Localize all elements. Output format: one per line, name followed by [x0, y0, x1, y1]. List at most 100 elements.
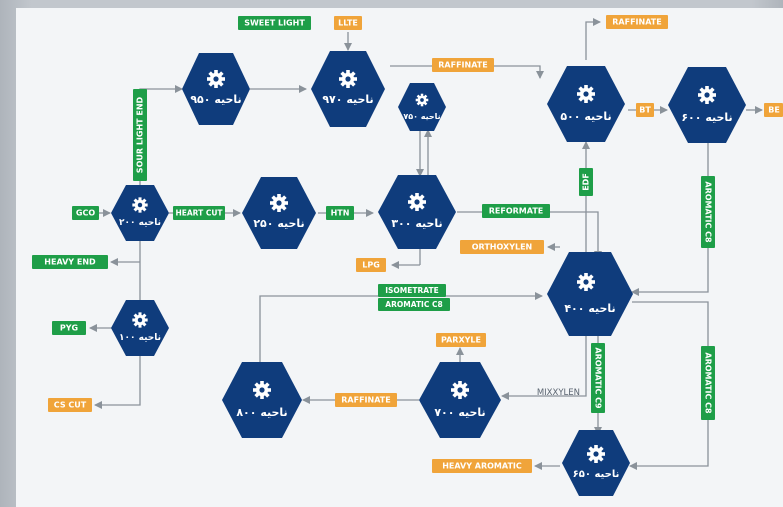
svg-text:RAFFINATE: RAFFINATE [612, 18, 661, 27]
svg-text:AROMATIC C8: AROMATIC C8 [385, 300, 442, 309]
unit-label: ناحیه ۶۰۰ [681, 111, 732, 124]
svg-text:CS CUT: CS CUT [54, 401, 87, 410]
tag-orthoxylen: ORTHOXYLEN [460, 240, 544, 254]
svg-text:GCO: GCO [76, 209, 95, 218]
unit-label: ناحیه ۳۰۰ [391, 217, 442, 230]
svg-text:HEART CUT: HEART CUT [175, 209, 223, 218]
unit-label: ناحیه ۸۰۰ [236, 406, 287, 419]
flow-400-mixxylen-to-700 [501, 330, 587, 400]
svg-text:RAFFINATE: RAFFINATE [341, 396, 390, 405]
svg-text:AROMATIC C8: AROMATIC C8 [704, 352, 713, 414]
hexagon-shape [419, 362, 501, 438]
gear-icon [270, 194, 288, 212]
svg-text:ORTHOXYLEN: ORTHOXYLEN [472, 243, 533, 252]
unit-label: ناحیه ۵۰۰ [560, 110, 611, 123]
flow-800-to-400 [259, 292, 543, 364]
gear-icon [577, 273, 595, 291]
tag-pyg: PYG [52, 321, 86, 335]
flow-100-cs-cut [94, 350, 141, 409]
unit-label: ناحیه ۴۰۰ [564, 302, 615, 315]
tag-bt: BT [636, 103, 654, 117]
gear-icon [339, 70, 357, 88]
tag-llte: LLTE [334, 16, 362, 30]
svg-text:ISOMETRATE: ISOMETRATE [385, 286, 439, 295]
unit-800: ناحیه ۸۰۰ [222, 362, 302, 438]
tag-parxyle: PARXYLE [436, 333, 486, 347]
unit-300: ناحیه ۳۰۰ [378, 175, 456, 249]
tag-heart-cut: HEART CUT [173, 206, 225, 220]
unit-label: ناحیه ۷۰۰ [434, 406, 485, 419]
svg-text:HTN: HTN [331, 209, 350, 218]
tag-heavy-end: HEAVY END [32, 255, 108, 269]
label-mixxylen: MIXXYLEN [537, 388, 580, 398]
gear-icon [408, 193, 426, 211]
unit-label: ناحیه ۱۰۰ [119, 333, 161, 343]
tag-edf: EDF [579, 168, 593, 196]
unit-label: ناحیه ۲۰۰ [119, 218, 161, 228]
tag-heavy-aromatic: HEAVY AROMATIC [432, 459, 532, 473]
hexagon-shape [562, 430, 630, 496]
tag-reformate: REFORMATE [482, 204, 550, 218]
hexagon-shape [182, 53, 250, 125]
unit-label: ناحیه ۶۵۰ [573, 469, 620, 480]
hexagon-shape [242, 177, 316, 249]
svg-text:REFORMATE: REFORMATE [489, 207, 544, 216]
unit-250: ناحیه ۲۵۰ [242, 177, 316, 249]
hexagon-shape [222, 362, 302, 438]
gear-icon [587, 445, 605, 463]
tag-aromatic-c8-mid: AROMATIC C8 [378, 298, 450, 311]
tag-gco: GCO [72, 206, 99, 220]
gear-icon [132, 312, 148, 328]
hexagon-shape [398, 83, 446, 131]
hexagon-shape [311, 51, 385, 127]
unit-650: ناحیه ۶۵۰ [562, 430, 630, 496]
tag-aromatic-c8-right: AROMATIC C8 [701, 176, 715, 248]
gear-icon [253, 381, 271, 399]
tag-raffinate-bottom: RAFFINATE [335, 393, 397, 407]
hexagon-shape [668, 67, 746, 143]
svg-text:HEAVY AROMATIC: HEAVY AROMATIC [442, 462, 522, 471]
tag-raffinate-top: RAFFINATE [606, 15, 668, 29]
flow-600-c8-to-400 [631, 142, 709, 296]
tag-aromatic-c9: AROMATIC C9 [591, 343, 605, 413]
svg-text:LLTE: LLTE [338, 19, 358, 28]
hexagon-shape [111, 300, 169, 356]
svg-text:AROMATIC C9: AROMATIC C9 [594, 347, 603, 409]
tag-lpg: LPG [356, 258, 386, 272]
flow-500-raffinate-top [585, 18, 601, 60]
unit-label: ناحیه ۹۷۰ [322, 93, 373, 106]
tag-isometrate: ISOMETRATE [378, 284, 446, 297]
tag-sour-light-end: SOUR LIGHT END [133, 89, 147, 181]
tag-sweet-light: SWEET LIGHT [238, 16, 311, 30]
unit-750: ناحیه ۷۵۰ [398, 83, 446, 131]
svg-text:RAFFINATE: RAFFINATE [438, 61, 487, 70]
svg-text:PARXYLE: PARXYLE [441, 336, 481, 345]
unit-600: ناحیه ۶۰۰ [668, 67, 746, 143]
unit-700: ناحیه ۷۰۰ [419, 362, 501, 438]
svg-text:SWEET LIGHT: SWEET LIGHT [244, 19, 305, 28]
gear-icon [207, 70, 225, 88]
svg-text:AROMATIC C8: AROMATIC C8 [704, 181, 713, 243]
unit-500: ناحیه ۵۰۰ [547, 66, 625, 142]
gear-icon [451, 381, 469, 399]
unit-100: ناحیه ۱۰۰ [111, 300, 169, 356]
flow-400-c8-to-650 [629, 301, 709, 470]
gear-icon [415, 93, 429, 107]
unit-200: ناحیه ۲۰۰ [111, 185, 169, 241]
hexagon-shape [547, 252, 633, 336]
units: ناحیه ۹۵۰ ناحیه ۹۷۰ ناحیه ۷۵۰ ناحیه ۵۰۰ … [111, 51, 746, 496]
svg-text:LPG: LPG [362, 261, 380, 270]
svg-text:BT: BT [639, 106, 651, 115]
hexagon-shape [111, 185, 169, 241]
tag-aromatic-c8-low: AROMATIC C8 [701, 346, 715, 420]
unit-400: ناحیه ۴۰۰ [547, 252, 633, 336]
gear-icon [698, 86, 716, 104]
svg-text:BE: BE [768, 106, 780, 115]
svg-text:EDF: EDF [582, 173, 591, 191]
tag-htn: HTN [326, 206, 354, 220]
unit-label: ناحیه ۷۵۰ [403, 112, 440, 121]
svg-text:SOUR LIGHT END: SOUR LIGHT END [136, 96, 145, 173]
hexagon-shape [378, 175, 456, 249]
unit-950: ناحیه ۹۵۰ [182, 53, 250, 125]
